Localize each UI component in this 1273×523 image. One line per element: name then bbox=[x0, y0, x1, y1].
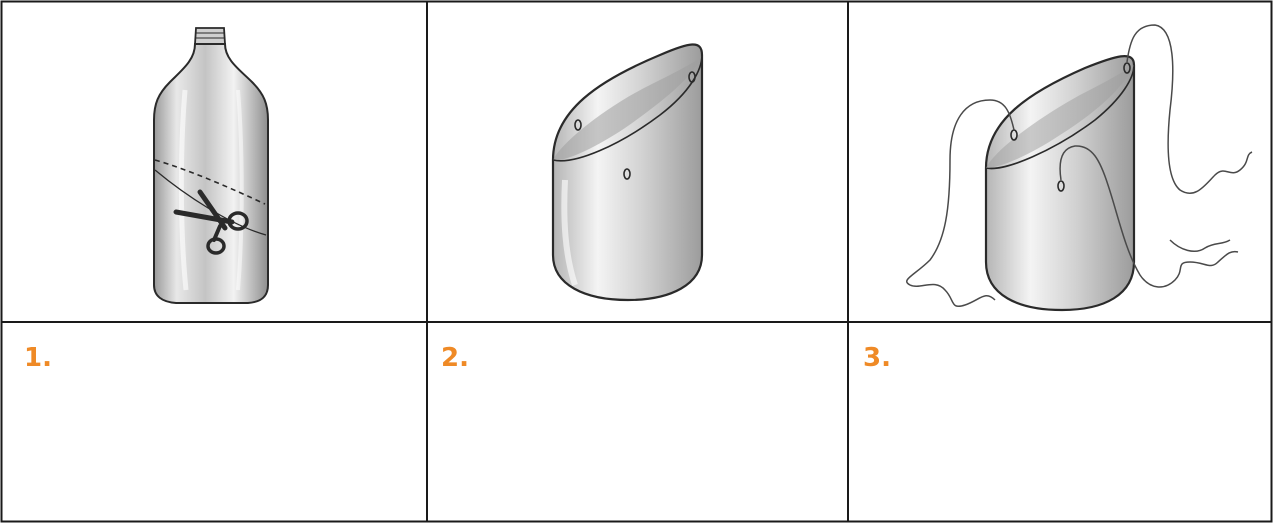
bottle-with-scissors-icon bbox=[154, 28, 268, 303]
step-number-3: 3. bbox=[863, 345, 891, 371]
cut-bottle-scoop-icon bbox=[553, 44, 702, 300]
illustrations bbox=[0, 0, 1273, 322]
step-number-1: 1. bbox=[24, 345, 52, 371]
step-number-2: 2. bbox=[441, 345, 469, 371]
scoop-with-string-icon bbox=[907, 25, 1252, 310]
